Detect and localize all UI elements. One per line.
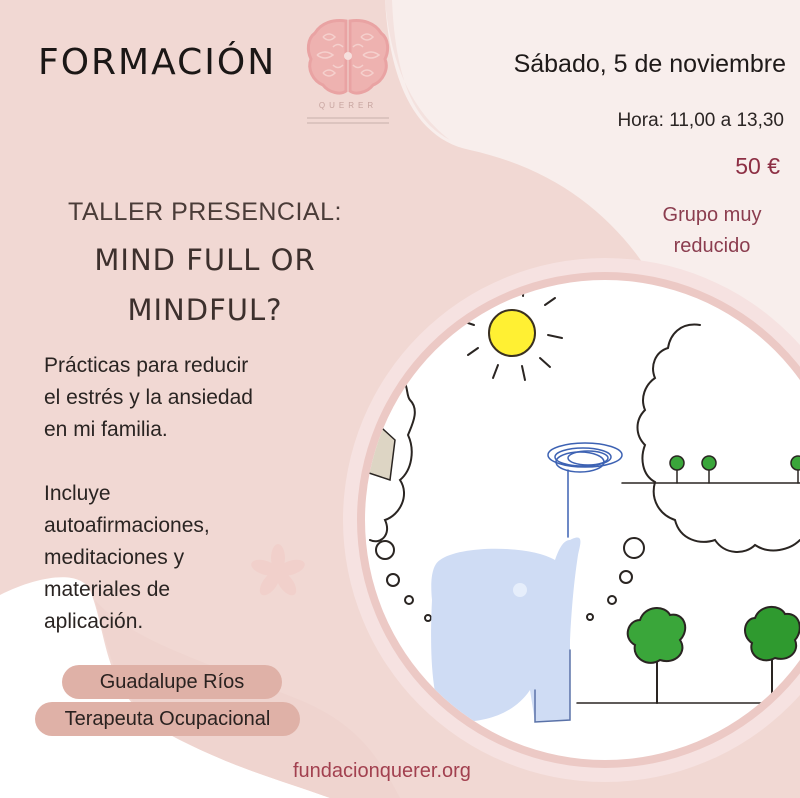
group-size-note: Grupo muy reducido [662,204,762,257]
event-price: 50 € [735,153,780,179]
sun-icon [464,281,563,381]
workshop-type: TALLER PRESENCIAL: [68,198,342,226]
tree-icon [626,606,800,704]
page-title: FORMACIÓN [38,42,277,83]
description-para2: Incluye autoafirmaciones, meditaciones y… [44,482,210,633]
logo-name: QUERER [318,101,378,110]
event-time: Hora: 11,00 a 13,30 [617,110,784,131]
description-para1: Prácticas para reducir el estrés y la an… [44,354,253,441]
logo: QUERER [303,15,393,130]
website-link[interactable]: fundacionquerer.org [293,760,471,782]
elephant-icon [431,537,581,723]
workshop-name: MIND FULL OR MINDFUL? [94,243,316,327]
description: Prácticas para reducir el estrés y la an… [44,350,344,638]
thought-bubble-icon [636,323,800,553]
event-date: Sábado, 5 de noviembre [513,50,786,78]
speaker-role-badge: Terapeuta Ocupacional [35,702,300,736]
flower-icon [251,544,305,596]
speaker-name-badge: Guadalupe Ríos [62,665,282,699]
scribble-icon [547,442,623,538]
brain-icon [306,19,390,95]
